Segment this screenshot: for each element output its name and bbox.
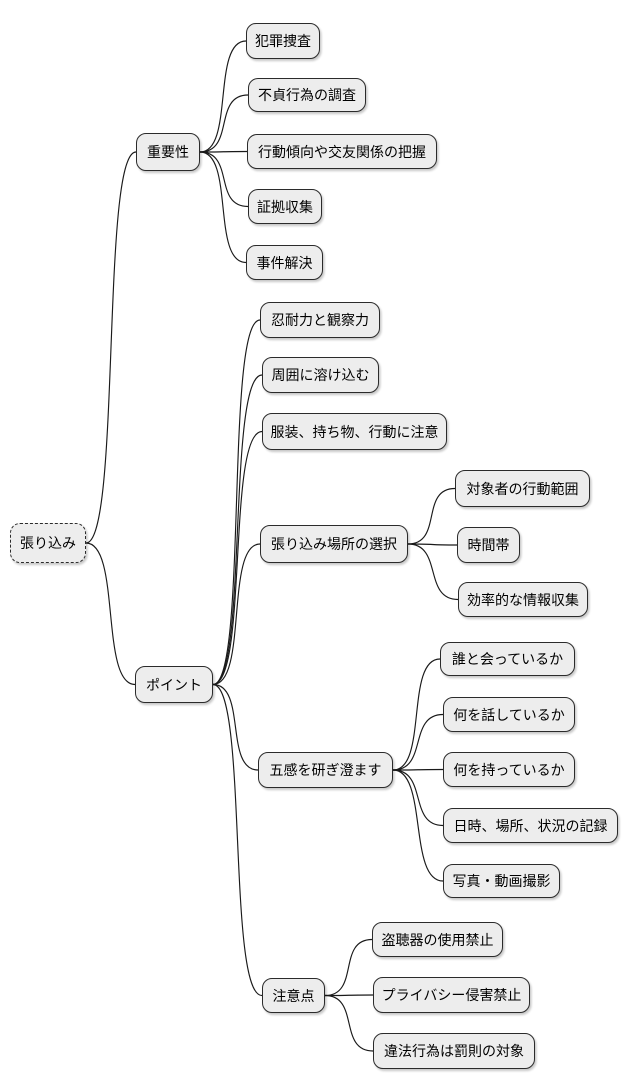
mindmap-node-illegal: 違法行為は罰則の対象 <box>373 1033 535 1069</box>
mindmap-node-crime: 犯罪捜査 <box>246 23 320 59</box>
mindmap-node-senses: 五感を研ぎ澄ます <box>258 752 393 788</box>
mindmap-node-importance: 重要性 <box>136 133 200 171</box>
mindmap-node-efficient: 効率的な情報収集 <box>458 582 588 617</box>
edge-importance-to-resolution <box>199 151 247 264</box>
edge-points-to-cautions <box>212 683 263 997</box>
edge-importance-to-evidence <box>199 151 249 208</box>
edge-senses-to-photo <box>392 769 444 882</box>
mindmap-node-range: 対象者の行動範囲 <box>455 470 590 507</box>
mindmap-node-behavior: 行動傾向や交友関係の把握 <box>247 134 437 169</box>
edge-senses-to-who <box>392 658 441 771</box>
mindmap-node-resolution: 事件解決 <box>246 245 323 280</box>
mindmap-node-patience: 忍耐力と観察力 <box>260 302 380 338</box>
edge-location-to-range <box>407 487 456 545</box>
mindmap-node-photo: 写真・動画撮影 <box>443 864 560 898</box>
edge-importance-to-infidelity <box>199 94 249 153</box>
edge-cautions-to-privacy <box>324 994 374 997</box>
edge-cautions-to-wiretap <box>324 938 373 997</box>
mindmap-node-root: 張り込み <box>10 523 86 563</box>
edge-importance-to-behavior <box>199 150 248 153</box>
edge-points-to-clothing <box>212 430 263 686</box>
mindmap-node-who: 誰と会っているか <box>440 642 575 676</box>
mindmap-node-evidence: 証拠収集 <box>248 189 322 224</box>
mindmap-node-talk: 何を話しているか <box>443 697 575 732</box>
edge-root-to-points <box>85 542 136 686</box>
mindmap-node-location: 張り込み場所の選択 <box>260 525 408 563</box>
mindmap-node-timeband: 時間帯 <box>457 527 520 563</box>
mindmap-node-privacy: プライバシー侵害禁止 <box>373 977 530 1013</box>
edge-cautions-to-illegal <box>324 994 374 1052</box>
edge-points-to-location <box>212 543 261 686</box>
edge-senses-to-talk <box>392 713 444 771</box>
mindmap-node-wiretap: 盗聴器の使用禁止 <box>372 922 503 957</box>
mindmap-node-clothing: 服装、持ち物、行動に注意 <box>262 413 447 450</box>
mindmap-node-record: 日時、場所、状況の記録 <box>443 808 618 843</box>
edge-location-to-timeband <box>407 543 458 546</box>
mindmap-node-cautions: 注意点 <box>262 978 325 1013</box>
edge-senses-to-record <box>392 769 444 827</box>
edge-senses-to-carry <box>392 768 444 771</box>
edge-importance-to-crime <box>199 40 247 153</box>
mindmap-node-points: ポイント <box>135 666 213 703</box>
mindmap-node-infidelity: 不貞行為の調査 <box>248 78 366 112</box>
edge-root-to-importance <box>85 151 137 544</box>
mindmap-node-blend: 周囲に溶け込む <box>262 357 379 393</box>
edge-points-to-blend <box>212 374 263 686</box>
edge-points-to-senses <box>212 683 259 771</box>
mindmap-node-carry: 何を持っているか <box>443 752 575 787</box>
edge-points-to-patience <box>212 319 261 686</box>
edge-location-to-efficient <box>407 543 459 601</box>
